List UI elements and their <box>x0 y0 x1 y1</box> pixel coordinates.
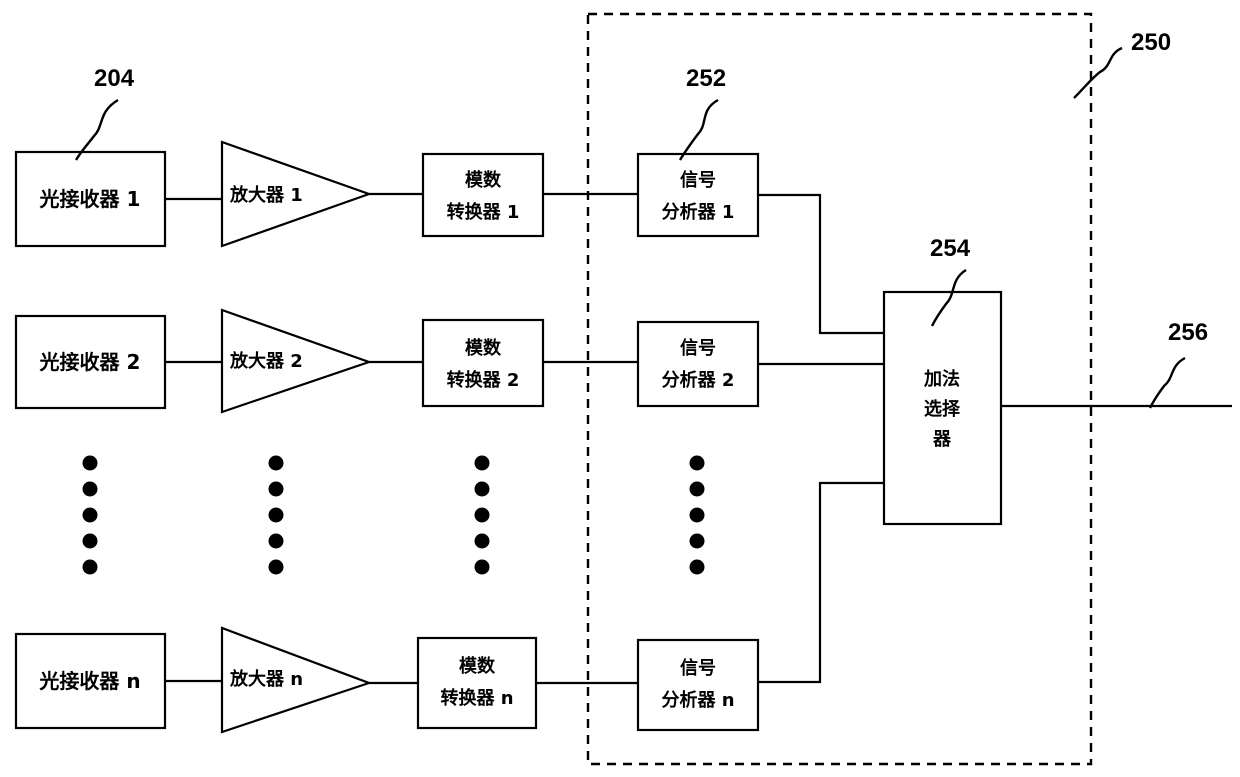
adc-2-label-line1: 模数 <box>465 337 502 359</box>
adc-2-label-line2: 转换器 2 <box>447 369 520 391</box>
ref-204: 204 <box>94 65 135 92</box>
optical-receiver-n-label: 光接收器 n <box>38 669 140 693</box>
adc-n-label-line1: 模数 <box>459 655 496 677</box>
signal-analyzer-2 <box>638 322 758 406</box>
signal-analyzer-1-label-line2: 分析器 1 <box>662 201 735 223</box>
amplifier-n-label: 放大器 n <box>229 668 303 690</box>
ellipsis-dots-analyzers <box>690 456 705 575</box>
adder-selector-label-line3: 器 <box>932 429 952 450</box>
adc-n <box>418 638 536 728</box>
wire-r1-to-selector <box>758 195 884 333</box>
signal-analyzer-n <box>638 640 758 730</box>
amplifier-2-label: 放大器 2 <box>229 350 303 372</box>
leader-256 <box>1150 358 1185 408</box>
adc-2 <box>423 320 543 406</box>
adc-n-label-line2: 转换器 n <box>440 687 513 709</box>
adc-1-label-line2: 转换器 1 <box>447 201 520 223</box>
leader-252 <box>680 100 718 160</box>
ellipsis-dots-receivers <box>83 456 98 575</box>
signal-analyzer-2-label-line1: 信号 <box>680 337 716 359</box>
signal-analyzer-n-label-line1: 信号 <box>680 657 716 679</box>
adc-1-label-line1: 模数 <box>465 169 502 191</box>
adder-selector-label-line2: 选择 <box>924 398 961 420</box>
ref-256: 256 <box>1168 319 1208 346</box>
leader-250 <box>1074 48 1122 98</box>
signal-analyzer-1 <box>638 154 758 236</box>
optical-receiver-1-label: 光接收器 1 <box>39 187 141 211</box>
ref-254: 254 <box>930 235 971 262</box>
signal-analyzer-n-label-line2: 分析器 n <box>661 689 734 711</box>
adder-selector-label-line1: 加法 <box>923 368 960 390</box>
ref-250: 250 <box>1131 29 1171 56</box>
adc-1 <box>423 154 543 236</box>
wire-rn-to-selector <box>758 483 884 682</box>
ellipsis-dots-amplifiers <box>269 456 284 575</box>
amplifier-1-label: 放大器 1 <box>229 184 303 206</box>
signal-analyzer-2-label-line2: 分析器 2 <box>662 369 735 391</box>
optical-receiver-2-label: 光接收器 2 <box>39 350 141 374</box>
ellipsis-dots-adcs <box>475 456 490 575</box>
signal-analyzer-1-label-line1: 信号 <box>680 169 716 191</box>
ref-252: 252 <box>686 65 726 92</box>
